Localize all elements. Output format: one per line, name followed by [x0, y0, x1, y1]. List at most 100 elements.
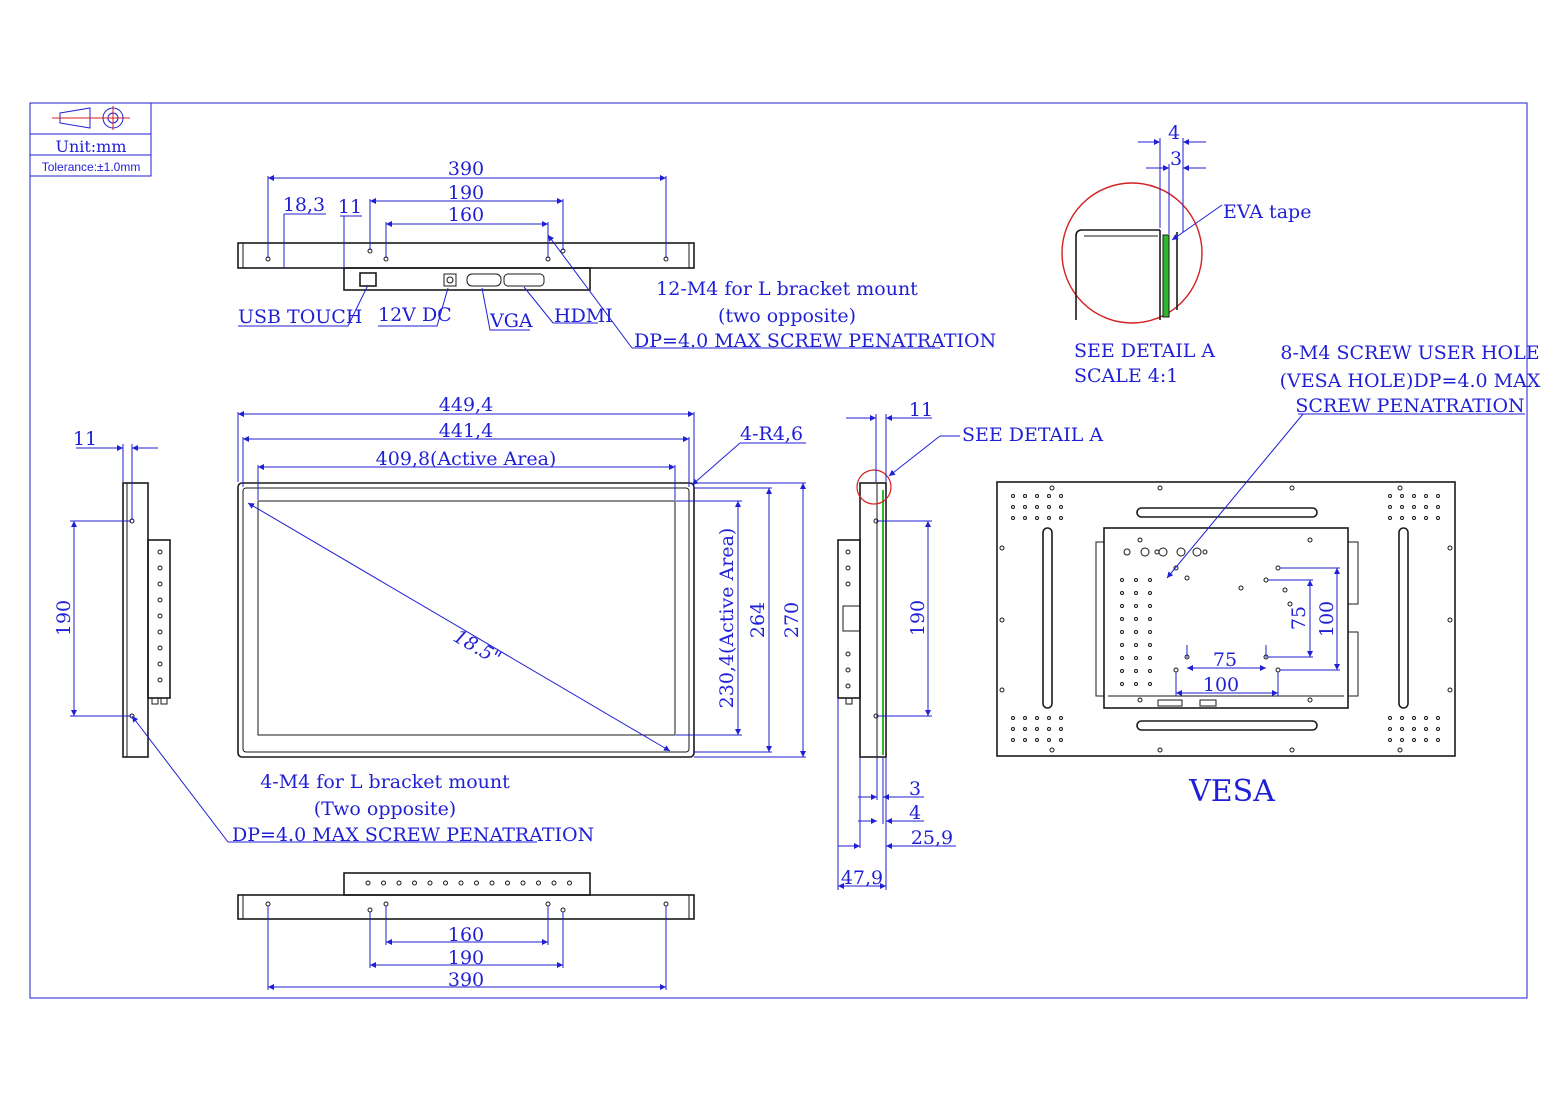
bottom-dim-190: 190 [448, 947, 484, 969]
vga-label: VGA [489, 310, 533, 332]
hole [1134, 591, 1138, 595]
left-dim-190: 190 [53, 600, 75, 636]
side-dim-47-9: 47,9 [841, 867, 883, 889]
hole [1059, 516, 1063, 520]
hole [1059, 505, 1063, 509]
left-note-line1: 4-M4 for L bracket mount [260, 771, 510, 793]
left-note-line3: DP=4.0 MAX SCREW PENATRATION [232, 824, 594, 846]
hole [1400, 716, 1404, 720]
hole [1059, 716, 1063, 720]
hole [1134, 630, 1138, 634]
corner-radius-label: 4-R4,6 [740, 423, 803, 445]
hole [1134, 656, 1138, 660]
title-block: Unit:mm Tolerance:±1.0mm [29, 102, 152, 177]
hole [1424, 494, 1428, 498]
hole [1134, 669, 1138, 673]
hole [1120, 604, 1124, 608]
hole [1157, 485, 1163, 491]
hole [1412, 505, 1416, 509]
hole [1424, 516, 1428, 520]
diagonal-label: 18.5" [450, 625, 505, 670]
hole [1120, 578, 1124, 582]
hole [1388, 738, 1392, 742]
side-see-detail: SEE DETAIL A [962, 424, 1103, 446]
hdmi-port-icon [503, 273, 545, 287]
usb-touch-label: USB TOUCH [238, 306, 362, 328]
hole [1400, 516, 1404, 520]
hole [1120, 669, 1124, 673]
vesa-view: 75 100 75 100 8-M4 SCREW USER HOLE (VESA… [996, 342, 1541, 809]
hole [1400, 738, 1404, 742]
hole [1424, 505, 1428, 509]
usb-port-icon [359, 272, 377, 287]
dim-441-4: 441,4 [439, 420, 493, 442]
hole [1120, 591, 1124, 595]
dim-active-width: 409,8(Active Area) [376, 448, 557, 470]
top-note-line3: DP=4.0 MAX SCREW PENATRATION [634, 330, 996, 352]
hole [999, 687, 1005, 693]
hole [1436, 727, 1440, 731]
hole [1388, 727, 1392, 731]
hole [1400, 505, 1404, 509]
side-dim-11: 11 [909, 399, 933, 421]
hole [427, 880, 433, 886]
hole [1023, 727, 1027, 731]
hole [1134, 578, 1138, 582]
hole [1035, 716, 1039, 720]
hole [365, 880, 371, 886]
hole [1023, 738, 1027, 742]
hole [381, 880, 386, 886]
dim-18-3: 18,3 [283, 194, 325, 216]
vesa-dim-100-h: 100 [1203, 674, 1239, 696]
hole [1049, 485, 1055, 491]
hole [999, 545, 1005, 551]
hole [1400, 494, 1404, 498]
dc-jack-icon [443, 273, 457, 287]
hole [1023, 494, 1027, 498]
dim-190-top: 190 [448, 182, 484, 204]
hole [1436, 505, 1440, 509]
hole [1397, 485, 1403, 491]
hole [520, 880, 526, 886]
left-view: 11 190 4-M4 for L bracket mount (Two opp… [53, 428, 594, 846]
tolerance-label: Tolerance:±1.0mm [42, 160, 141, 174]
hole [1047, 494, 1051, 498]
left-dim-11: 11 [73, 428, 97, 450]
hole [1412, 716, 1416, 720]
hole [1412, 494, 1416, 498]
hole [443, 880, 448, 886]
hole [536, 880, 541, 886]
hdmi-label: HDMI [554, 305, 613, 327]
dim-11-top: 11 [338, 196, 362, 218]
hole [1412, 727, 1416, 731]
side-view: 11 SEE DETAIL A 190 3 4 25,9 47,9 [837, 399, 1103, 890]
hole [1289, 747, 1295, 753]
hole [1023, 716, 1027, 720]
detail-a-marker [856, 469, 892, 505]
hole [1388, 494, 1392, 498]
hole [1011, 505, 1015, 509]
hole [1447, 617, 1453, 623]
hole [1436, 516, 1440, 520]
vesa-note-line2: (VESA HOLE)DP=4.0 MAX [1280, 370, 1541, 392]
hole [1148, 604, 1152, 608]
unit-label: Unit:mm [55, 137, 126, 156]
hole [474, 880, 479, 886]
hole [1307, 697, 1313, 703]
hole [1134, 604, 1138, 608]
top-note-line2: (two opposite) [718, 305, 856, 327]
hole [1400, 727, 1404, 731]
hole [396, 880, 402, 886]
hole [1059, 738, 1063, 742]
hole [999, 617, 1005, 623]
hole [1035, 505, 1039, 509]
hole [1035, 516, 1039, 520]
hole [1120, 617, 1124, 621]
left-note-line2: (Two opposite) [314, 798, 456, 820]
hole [1035, 494, 1039, 498]
hole [1049, 747, 1055, 753]
hole [1134, 643, 1138, 647]
hole [458, 880, 464, 886]
detail-scale: SCALE 4:1 [1074, 365, 1178, 387]
